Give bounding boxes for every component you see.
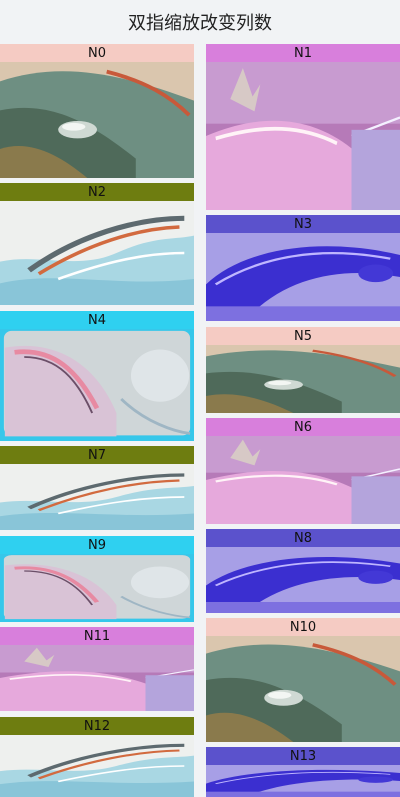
grid-item-image	[0, 62, 194, 178]
grid-item-image	[206, 765, 400, 797]
grid-item-label: N7	[0, 446, 194, 464]
grid-item-n8[interactable]: N8	[206, 529, 400, 613]
grid-item-n4[interactable]: N4	[0, 311, 194, 441]
grid-item-image	[206, 436, 400, 524]
grid-item-label: N10	[206, 618, 400, 636]
grid-item-label: N2	[0, 183, 194, 201]
grid-item-label: N11	[0, 627, 194, 645]
grid-item-image	[0, 735, 194, 797]
grid-item-image	[206, 547, 400, 613]
grid-item-n0[interactable]: N0	[0, 44, 194, 178]
grid-item-image	[206, 345, 400, 413]
grid-item-image	[0, 329, 194, 441]
grid-item-label: N8	[206, 529, 400, 547]
grid-item-label: N1	[206, 44, 400, 62]
grid-item-n7[interactable]: N7	[0, 446, 194, 530]
grid-item-n12[interactable]: N12	[0, 717, 194, 797]
grid-item-n5[interactable]: N5	[206, 327, 400, 413]
grid-item-image	[206, 233, 400, 321]
grid-item-n3[interactable]: N3	[206, 215, 400, 321]
grid-item-n2[interactable]: N2	[0, 183, 194, 305]
grid-item-label: N5	[206, 327, 400, 345]
grid-item-label: N0	[0, 44, 194, 62]
grid-item-n11[interactable]: N11	[0, 627, 194, 711]
grid-item-label: N12	[0, 717, 194, 735]
grid-item-label: N6	[206, 418, 400, 436]
grid-item-label: N9	[0, 536, 194, 554]
grid-item-n13[interactable]: N13	[206, 747, 400, 797]
grid-item-image	[0, 554, 194, 622]
grid-item-n10[interactable]: N10	[206, 618, 400, 742]
page-title: 双指缩放改变列数	[128, 13, 272, 34]
grid-item-image	[0, 201, 194, 305]
grid-item-image	[0, 645, 194, 711]
grid-item-image	[206, 636, 400, 742]
grid-item-n9[interactable]: N9	[0, 536, 194, 622]
grid-item-image	[0, 464, 194, 530]
grid-item-n1[interactable]: N1	[206, 44, 400, 210]
grid-item-label: N4	[0, 311, 194, 329]
grid-item-image	[206, 62, 400, 210]
grid-item-n6[interactable]: N6	[206, 418, 400, 524]
grid-item-label: N3	[206, 215, 400, 233]
grid-item-label: N13	[206, 747, 400, 765]
